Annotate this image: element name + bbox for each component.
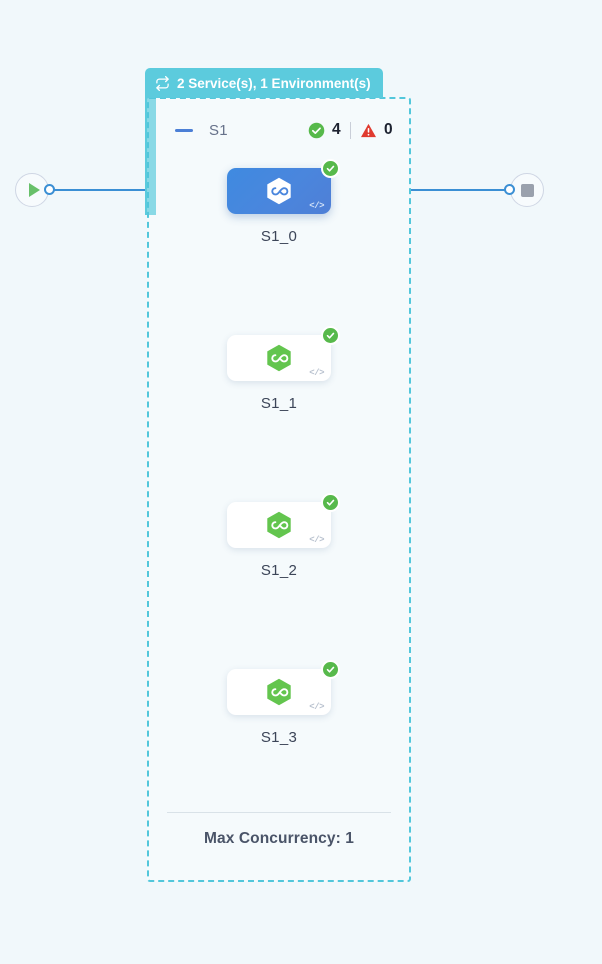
node-label: S1_1 — [260, 395, 298, 412]
check-circle-icon — [308, 122, 325, 139]
node-card-s1-3[interactable]: </> — [227, 660, 340, 715]
success-count: 4 — [332, 121, 341, 138]
group-toolbar: S1 4 0 — [147, 112, 411, 148]
code-icon: </> — [309, 201, 324, 211]
node-card-s1-0[interactable]: </> — [227, 159, 340, 214]
max-concurrency-label: Max Concurrency: 1 — [204, 830, 354, 847]
group-name-label: S1 — [209, 121, 228, 139]
repeat-icon — [155, 75, 170, 91]
service-node[interactable]: </> S1_0 — [147, 159, 411, 245]
play-icon — [28, 183, 40, 197]
group-footer: Max Concurrency: 1 — [147, 812, 411, 848]
code-icon: </> — [309, 535, 324, 545]
service-node[interactable]: </> S1_3 — [147, 660, 411, 746]
code-icon: </> — [309, 702, 324, 712]
group-header-badge[interactable]: 2 Service(s), 1 Environment(s) — [145, 68, 383, 98]
start-output-port[interactable] — [44, 184, 55, 195]
node-label: S1_3 — [260, 729, 298, 746]
start-terminal-node[interactable] — [15, 173, 49, 207]
node-label: S1_2 — [260, 562, 298, 579]
group-header-label: 2 Service(s), 1 Environment(s) — [177, 75, 371, 91]
edge-start-to-group — [48, 189, 148, 191]
status-cluster: 4 0 — [308, 121, 393, 139]
node-card-s1-1[interactable]: </> — [227, 326, 340, 381]
node-card-s1-2[interactable]: </> — [227, 493, 340, 548]
end-input-port[interactable] — [504, 184, 515, 195]
status-separator — [350, 121, 351, 139]
node-label: S1_0 — [260, 228, 298, 245]
error-count: 0 — [384, 121, 393, 138]
warning-triangle-icon — [360, 122, 377, 139]
service-node[interactable]: </> S1_1 — [147, 326, 411, 412]
status-badge-success — [321, 326, 340, 345]
hexagon-infinity-icon — [264, 510, 294, 540]
hexagon-infinity-icon — [264, 343, 294, 373]
group-left-spine — [145, 95, 156, 215]
edge-group-to-end — [410, 189, 512, 191]
code-icon: </> — [309, 368, 324, 378]
footer-divider — [167, 812, 391, 813]
minus-icon[interactable] — [175, 128, 193, 132]
end-terminal-node[interactable] — [510, 173, 544, 207]
hexagon-infinity-icon — [264, 677, 294, 707]
status-badge-success — [321, 660, 340, 679]
status-badge-success — [321, 159, 340, 178]
stop-icon — [520, 183, 534, 197]
service-group-container[interactable] — [147, 97, 411, 882]
service-node[interactable]: </> S1_2 — [147, 493, 411, 579]
hexagon-infinity-icon — [264, 176, 294, 206]
status-badge-success — [321, 493, 340, 512]
